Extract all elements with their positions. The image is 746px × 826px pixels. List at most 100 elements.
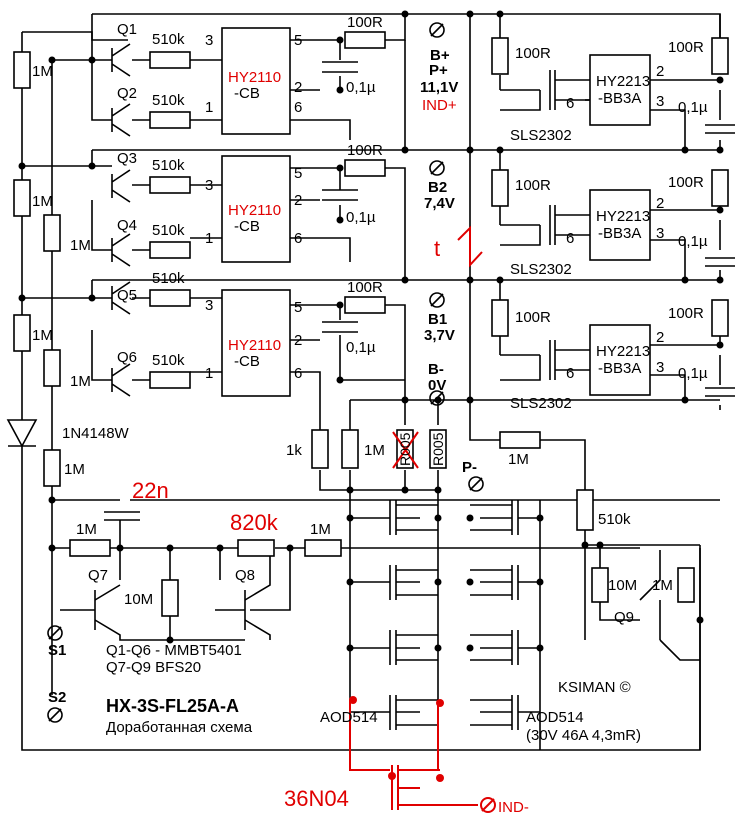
label-r1m-4: 1M xyxy=(32,327,53,344)
label-r1m-6: 1M xyxy=(64,461,85,478)
hy2213-chip-1 xyxy=(589,54,651,126)
label-cb-2: -CB xyxy=(234,218,260,235)
label-r10m: 10M xyxy=(124,591,153,608)
label-c01-2: 0,1µ xyxy=(346,209,376,226)
label-ind-plus: IND+ xyxy=(422,97,457,114)
transistor-q1 xyxy=(111,43,131,77)
schematic-title: HX-3S-FL25A-A xyxy=(106,696,239,716)
label-s1: S1 xyxy=(48,642,66,659)
label-aod514-right: AOD514 xyxy=(526,709,584,726)
label-r1m-5: 1M xyxy=(70,373,91,390)
label-r1m-q9: 1M xyxy=(652,577,673,594)
label-r100r-right-2: 100R xyxy=(668,174,704,191)
pin-2-chip2: 2 xyxy=(294,192,302,209)
label-hy2110-2: HY2110 xyxy=(228,202,281,219)
pin-1-chip3: 1 xyxy=(205,365,213,382)
hy2213-chips xyxy=(589,54,651,396)
label-36n04: 36N04 xyxy=(284,786,349,811)
label-r100r-right-1: 100R xyxy=(668,39,704,56)
label-hy2213-1: HY2213 xyxy=(596,73,650,90)
resistors xyxy=(13,31,729,617)
label-r10m-q9: 10M xyxy=(608,577,637,594)
pin-6-chip1: 6 xyxy=(294,99,302,116)
label-r510k-6: 510k xyxy=(152,352,185,369)
label-r100r-right-3: 100R xyxy=(668,305,704,322)
label-r100r-top-1: 100R xyxy=(347,14,383,31)
mosfet-36n04-added xyxy=(349,696,478,810)
note-q7-q9: Q7-Q9 BFS20 xyxy=(106,659,201,676)
label-r510k-5: 510k xyxy=(152,270,185,287)
hy2110-chips xyxy=(221,27,291,397)
label-sls2302-3: SLS2302 xyxy=(510,395,572,412)
label-r510k-4: 510k xyxy=(152,222,185,239)
mosfet-right-3 xyxy=(470,630,540,665)
terminal-b2-symbol xyxy=(429,160,445,176)
pin-3-bal3: 3 xyxy=(656,359,664,376)
pin-6-bal2: 6 xyxy=(566,230,574,247)
mosfet-left-2 xyxy=(350,565,438,600)
labels: Q1 Q2 Q3 Q4 Q5 Q6 Q7 Q8 Q9 510k 510k 510… xyxy=(32,14,708,816)
label-s2: S2 xyxy=(48,689,66,706)
label-bb3a-2: -BB3A xyxy=(598,225,641,242)
pin-1-chip1: 1 xyxy=(205,99,213,116)
terminal-s1-symbol xyxy=(47,625,63,641)
pin-5-chip3: 5 xyxy=(294,299,302,316)
hy2110-chip-2 xyxy=(221,155,291,263)
label-pminus: P- xyxy=(462,459,477,476)
label-b2: B2 xyxy=(428,179,447,196)
label-r005-1: R005 xyxy=(397,432,413,466)
hy2213-chip-2 xyxy=(589,189,651,261)
terminal-s2-symbol xyxy=(47,707,63,723)
mosfet-left-3 xyxy=(350,630,438,665)
thermal-switch xyxy=(457,225,483,268)
label-r510k-q9: 510k xyxy=(598,511,631,528)
pin-3-bal2: 3 xyxy=(656,225,664,242)
label-thermal: t xyxy=(434,236,440,261)
label-bplus: B+ xyxy=(430,47,450,64)
label-hy2213-2: HY2213 xyxy=(596,208,650,225)
pin-2-chip1: 2 xyxy=(294,79,302,96)
mosfet-right-1 xyxy=(470,500,540,535)
label-diode: 1N4148W xyxy=(62,425,130,442)
transistor-q6 xyxy=(111,363,131,397)
label-bminus: B- xyxy=(428,361,444,378)
label-r1m-1: 1M xyxy=(32,63,53,80)
label-q2: Q2 xyxy=(117,85,137,102)
label-aod514-left: AOD514 xyxy=(320,709,378,726)
mosfet-left-4 xyxy=(350,695,438,730)
label-r510k-3: 510k xyxy=(152,157,185,174)
label-cb-3: -CB xyxy=(234,353,260,370)
label-r1m-lower2: 1M xyxy=(310,521,331,538)
pin-2-chip3: 2 xyxy=(294,332,302,349)
terminal-b1-symbol xyxy=(429,292,445,308)
pin-5-chip1: 5 xyxy=(294,32,302,49)
pin-6-chip3: 6 xyxy=(294,365,302,382)
label-c01-1: 0,1µ xyxy=(346,79,376,96)
label-sls2302-2: SLS2302 xyxy=(510,261,572,278)
mosfet-right-2 xyxy=(470,565,540,600)
label-74v: 7,4V xyxy=(424,195,455,212)
label-hy2110-1: HY2110 xyxy=(228,69,281,86)
label-r100r-top-2: 100R xyxy=(347,142,383,159)
label-0v: 0V xyxy=(428,377,446,394)
label-r1m-2: 1M xyxy=(32,193,53,210)
hy2213-chip-3 xyxy=(589,324,651,396)
label-r1k: 1k xyxy=(286,442,302,459)
hy2110-chip-1 xyxy=(221,27,291,135)
label-r005-2: R005 xyxy=(430,432,446,466)
label-q4: Q4 xyxy=(117,217,137,234)
label-r1m-lower: 1M xyxy=(76,521,97,538)
label-c01-bal3: 0,1µ xyxy=(678,365,708,382)
pin-5-chip2: 5 xyxy=(294,165,302,182)
label-q9: Q9 xyxy=(614,609,634,626)
label-hy2110-3: HY2110 xyxy=(228,337,281,354)
label-r510k-1: 510k xyxy=(152,31,185,48)
label-r100r-bal-1: 100R xyxy=(515,45,551,62)
label-r1m-3: 1M xyxy=(70,237,91,254)
capacitors xyxy=(104,61,735,521)
transistors xyxy=(111,43,661,640)
pin-3-bal1: 3 xyxy=(656,93,664,110)
terminal-bplus-symbol xyxy=(429,22,445,38)
pin-6-bal3: 6 xyxy=(566,365,574,382)
